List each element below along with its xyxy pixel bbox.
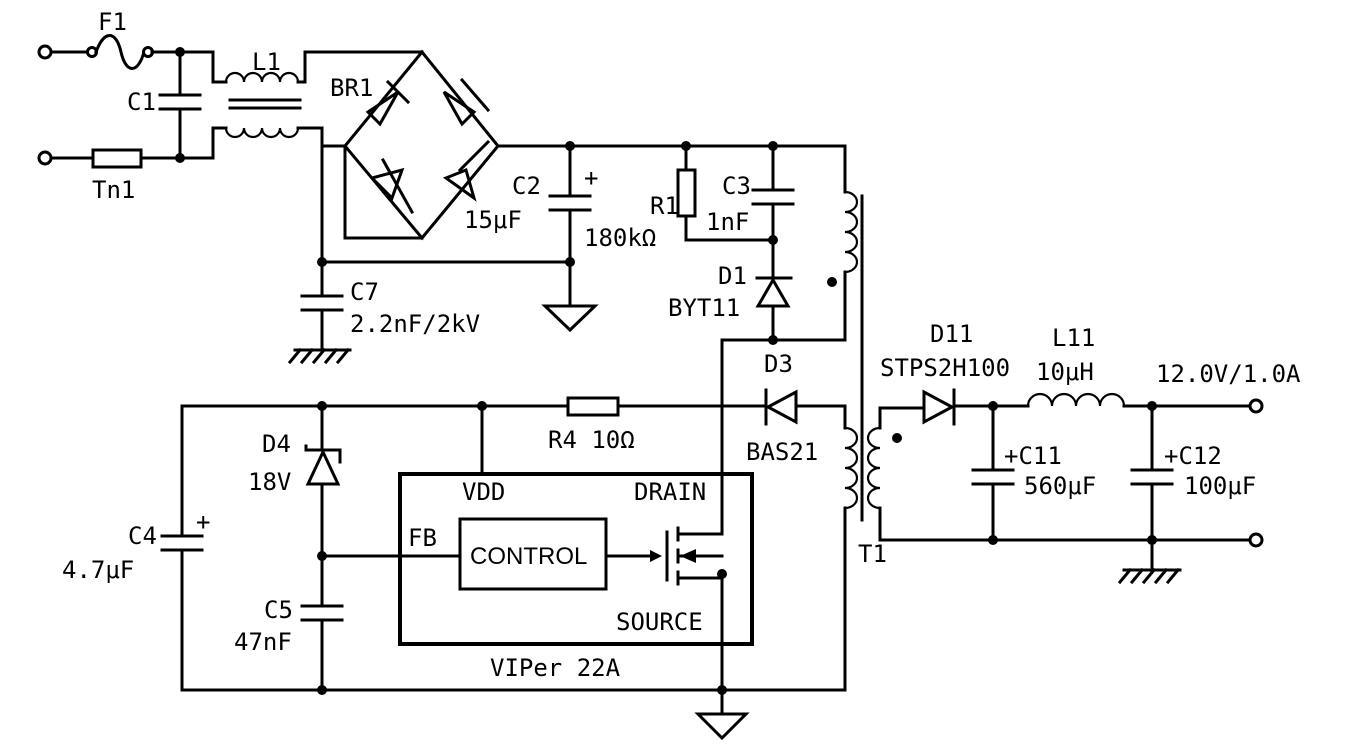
diode-d3	[764, 388, 798, 426]
capacitor-c12	[1130, 468, 1174, 486]
capacitor-c5	[300, 604, 344, 622]
common-mode-choke-l1: L1	[211, 48, 424, 160]
r1-label: R1	[650, 192, 679, 220]
c12-label: +C12	[1164, 442, 1222, 470]
diode-d1	[755, 276, 793, 308]
d4-value: 18V	[248, 468, 291, 496]
resistor-r4	[566, 396, 620, 417]
secondary-output: D11 STPS2H100 L11 10μH 12.0V/1.0A +C11 5…	[878, 320, 1301, 585]
l11-value: 10μH	[1036, 358, 1094, 386]
br1-label: BR1	[330, 74, 373, 102]
c5-value: 47nF	[234, 628, 292, 656]
snubber-network: R1 180kΩ C3 1nF D1 BYT11	[584, 144, 842, 345]
c11-value: 560μF	[1024, 472, 1096, 500]
output-terminal-positive	[1248, 398, 1264, 414]
c7-label: C7	[350, 278, 379, 306]
bridge-diode-1	[365, 79, 411, 127]
d3-value: BAS21	[746, 438, 818, 466]
c3-value: 1nF	[706, 208, 749, 236]
pin-drain: DRAIN	[634, 478, 706, 506]
d11-label: D11	[930, 320, 973, 348]
pin-source: SOURCE	[616, 608, 703, 636]
output-spec: 12.0V/1.0A	[1156, 360, 1301, 388]
c3-label: C3	[722, 172, 751, 200]
t1-label: T1	[858, 540, 887, 568]
ac-input-terminal-top	[37, 44, 53, 60]
c4-label: C4	[128, 522, 157, 550]
control-block	[458, 517, 608, 591]
aux-supply: D3 BAS21 R4 10Ω + C4 4.7μF D4 18V C5 47n…	[62, 350, 847, 695]
c4-value: 4.7μF	[62, 556, 134, 584]
ac-input-section: F1 Tn1 C1	[37, 8, 215, 204]
d4-label: D4	[262, 430, 291, 458]
pin-fb: FB	[408, 524, 437, 552]
capacitor-c11	[971, 468, 1015, 486]
capacitor-c1	[158, 93, 202, 111]
d3-label: D3	[764, 350, 793, 378]
capacitor-c2	[548, 194, 592, 212]
c2-value: 15μF	[464, 206, 522, 234]
c2-label: C2	[512, 172, 541, 200]
capacitor-c4	[160, 534, 204, 552]
tn1-label: Tn1	[92, 176, 135, 204]
fuse-f1	[94, 34, 146, 70]
l11-label: L11	[1052, 324, 1095, 352]
l1-label: L1	[252, 48, 281, 76]
d11-value: STPS2H100	[880, 354, 1010, 382]
ground-secondary	[1117, 567, 1182, 585]
bridge-diode-2	[442, 77, 491, 127]
ground-source	[694, 712, 750, 741]
thermistor-tn1	[91, 148, 143, 169]
inductor-l11	[1026, 392, 1126, 407]
control-label: CONTROL	[470, 543, 587, 570]
diode-d11	[922, 388, 956, 426]
ac-input-terminal-bottom	[37, 150, 53, 166]
capacitor-c3	[751, 188, 795, 206]
transformer-t1: T1	[827, 144, 902, 692]
output-terminal-negative	[1248, 532, 1264, 548]
c5-label: C5	[264, 596, 293, 624]
r4-label: R4 10Ω	[548, 426, 635, 454]
bridge-rectifier-br1: BR1	[330, 49, 500, 241]
c2-plus: +	[584, 164, 598, 192]
r1-value: 180kΩ	[584, 224, 656, 252]
capacitor-c7	[300, 294, 344, 312]
ic-body	[398, 472, 754, 646]
bridge-diode-3	[369, 157, 415, 215]
pin-vdd: VDD	[462, 478, 505, 506]
ground-primary	[541, 304, 599, 333]
ic-label: VIPer 22A	[490, 654, 621, 682]
c7-value: 2.2nF/2kV	[350, 310, 480, 338]
ground-chassis-c7	[287, 347, 352, 365]
c1-label: C1	[127, 88, 156, 116]
hv-bus: + C2 15μF C7 2.2nF/2kV	[287, 141, 847, 365]
resistor-r1	[676, 168, 697, 218]
d1-label: D1	[718, 262, 747, 290]
zener-diode-d4	[304, 444, 342, 486]
c4-plus: +	[196, 508, 210, 536]
f1-label: F1	[98, 8, 127, 36]
c12-value: 100μF	[1184, 472, 1256, 500]
viper22a-ic: VDD DRAIN FB CONTROL SOURCE VIPer 22A	[398, 338, 754, 692]
d1-value: BYT11	[668, 294, 740, 322]
c11-label: +C11	[1004, 442, 1062, 470]
bridge-diode-4	[442, 139, 491, 202]
